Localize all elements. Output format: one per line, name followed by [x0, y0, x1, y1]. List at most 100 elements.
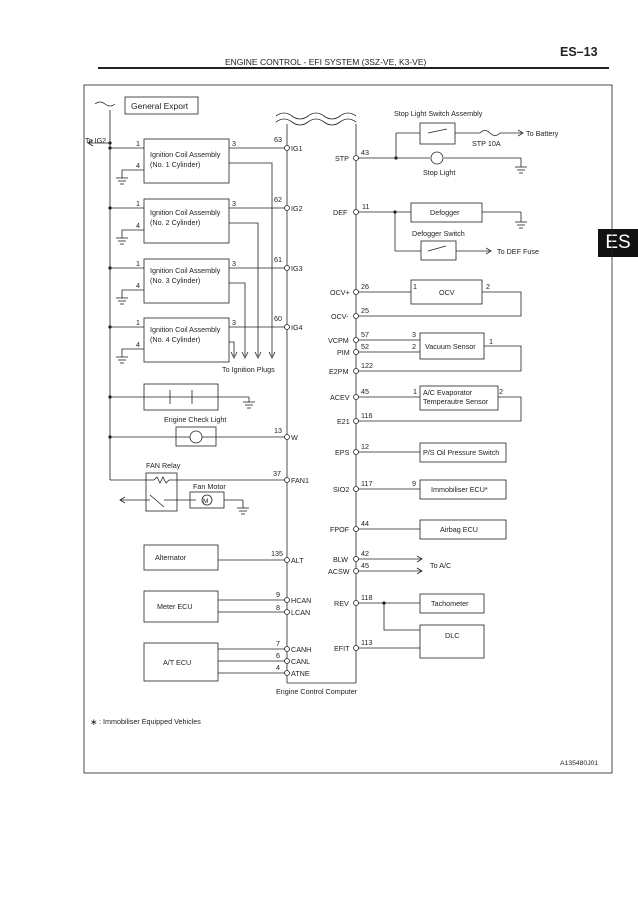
ecu-break-top-1 — [275, 112, 357, 120]
general-export-label: General Export — [131, 101, 189, 111]
def-pin: 11 — [362, 202, 369, 211]
to-ig2-label: To IG2 — [85, 136, 106, 145]
coil-2-pin-a: 1 — [136, 199, 140, 208]
blw-pin: 42 — [361, 549, 369, 558]
immobiliser-ecu-box — [419, 479, 507, 500]
ig2-pin: 62 — [274, 195, 282, 204]
canl-name: CANL — [291, 657, 310, 666]
coil-box-4 — [143, 317, 230, 363]
header-rule — [98, 67, 609, 69]
relay-switch — [149, 494, 165, 508]
check-lamp-icon — [189, 430, 203, 444]
airbag-ecu-box — [419, 519, 507, 540]
vs-pin3: 3 — [412, 330, 416, 339]
meter-ecu-box — [143, 590, 219, 623]
stop-light-switch-label: Stop Light Switch Assembly — [394, 109, 483, 118]
dlc-label: DLC — [445, 631, 459, 640]
sio2-name: SIO2 — [333, 485, 349, 494]
ocvp-pin: 26 — [361, 282, 369, 291]
w-name: W — [291, 433, 298, 442]
at-ecu-label: A/T ECU — [163, 658, 191, 667]
ocv-pin2: 2 — [486, 282, 490, 291]
engine-check-light-box — [175, 426, 217, 447]
ac-evaporator-sensor-box — [419, 385, 499, 411]
ac-sensor-label-1: A/C Evaporator — [423, 388, 473, 397]
diagram-code: A135480J01 — [560, 760, 598, 767]
coil-1-pin-a: 1 — [136, 139, 140, 148]
ig1-pin: 63 — [274, 135, 282, 144]
ps-oil-pressure-switch-box — [419, 442, 507, 463]
acev-name: ACEV — [330, 393, 350, 402]
ac-pin2: 2 — [499, 387, 503, 396]
ig3-pin: 61 — [274, 255, 282, 264]
e2pm-pin: 122 — [361, 361, 373, 370]
junction-dots — [108, 141, 398, 605]
page-number: ES–13 — [560, 45, 598, 59]
ocvp-name: OCV+ — [330, 288, 350, 297]
acev-pin: 45 — [361, 387, 369, 396]
to-ignition-plug-arrows — [230, 351, 276, 359]
ocvm-pin: 25 — [361, 306, 369, 315]
vcpm-pin: 57 — [361, 330, 369, 339]
coil-3-label-1: Ignition Coil Assembly — [150, 266, 221, 275]
motor-icon — [201, 494, 213, 506]
stp-fuse — [479, 130, 501, 136]
vcpm-name: VCPM — [328, 336, 349, 345]
diagram-frame — [83, 84, 613, 774]
supply-break-mark — [94, 101, 116, 107]
immobiliser-label: Immobiliser ECU* — [431, 485, 488, 494]
relay-coil — [153, 476, 170, 484]
coil-3-label-2: (No. 3 Cylinder) — [150, 276, 200, 285]
at-ecu-box — [143, 642, 219, 682]
e21-name: E21 — [337, 417, 350, 426]
fan1-name: FAN1 — [291, 476, 309, 485]
e2pm-name: E2PM — [329, 367, 349, 376]
defogger-switch-box — [420, 240, 457, 261]
acsw-pin: 45 — [361, 561, 369, 570]
sio2-pin: 117 — [361, 479, 372, 488]
stp-name: STP — [335, 154, 349, 163]
ac-sensor-label-2: Temperautre Sensor — [423, 397, 489, 406]
w-pin: 13 — [274, 426, 282, 435]
immob-pin: 9 — [412, 479, 416, 488]
pim-name: PIM — [337, 348, 350, 357]
hcan-pin: 9 — [276, 590, 280, 599]
coil-box-2 — [143, 198, 230, 244]
coil-grounds — [116, 177, 128, 364]
motor-glyph: M — [203, 498, 208, 505]
fan-relay-label: FAN Relay — [146, 461, 181, 470]
ig3-name: IG3 — [291, 264, 303, 273]
stop-light-label: Stop Light — [423, 168, 455, 177]
coil-4-pin-a: 1 — [136, 318, 140, 327]
coil-2-label-1: Ignition Coil Assembly — [150, 208, 221, 217]
fpof-name: FPOF — [330, 525, 350, 534]
alternator-box — [143, 544, 219, 571]
page-header-title: ENGINE CONTROL - EFI SYSTEM (3SZ-VE, K3-… — [225, 57, 427, 67]
vs-pin1: 1 — [489, 337, 493, 346]
coil-3-pin-b: 4 — [136, 281, 140, 290]
coil-box-3 — [143, 258, 230, 304]
def-name: DEF — [333, 208, 348, 217]
coil-4-label-1: Ignition Coil Assembly — [150, 325, 221, 334]
vacuum-sensor-label: Vacuum Sensor — [425, 342, 476, 351]
coil-3-pin-a: 1 — [136, 259, 140, 268]
engine-check-light-label: Engine Check Light — [164, 415, 226, 424]
coil-4-label-2: (No. 4 Cylinder) — [150, 335, 200, 344]
coil-1-pin-c: 3 — [232, 139, 236, 148]
ecu-pins — [284, 145, 359, 676]
canh-pin: 7 — [276, 639, 280, 648]
stp-pin: 43 — [361, 148, 369, 157]
dlc-box — [419, 624, 485, 659]
fan1-pin: 37 — [273, 469, 281, 478]
ac-pin1: 1 — [413, 387, 417, 396]
defogger-label: Defogger — [430, 208, 460, 217]
pim-pin: 52 — [361, 342, 369, 351]
ps-switch-label: P/S Oil Pressure Switch — [423, 448, 499, 457]
defogger-box — [410, 202, 483, 223]
check-connector-box — [143, 383, 219, 411]
general-export-box — [124, 96, 199, 115]
to-ac-label: To A/C — [430, 561, 451, 570]
lcan-name: LCAN — [291, 608, 310, 617]
rev-name: REV — [334, 599, 349, 608]
